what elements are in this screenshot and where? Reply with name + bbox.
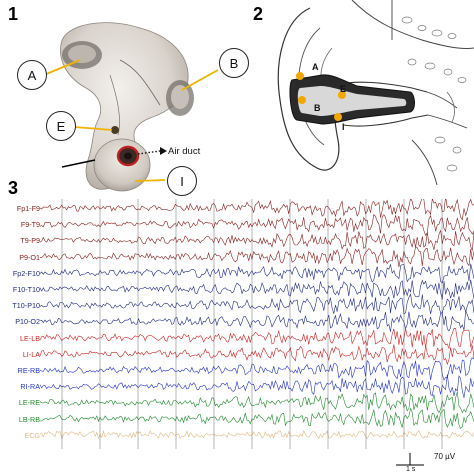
ear-marker-i: I bbox=[342, 122, 345, 132]
eeg-label-le-lb: LE-LB bbox=[20, 333, 40, 343]
device-bulb bbox=[93, 138, 151, 192]
ear-marker-e: E bbox=[340, 84, 347, 94]
eeg-label-p9-o1: P9-O1 bbox=[19, 252, 40, 262]
ear-electrode-e bbox=[338, 91, 346, 99]
eeg-label-fp1-f9: Fp1-F9 bbox=[16, 204, 40, 213]
eeg-trace-p9-o1 bbox=[40, 246, 474, 268]
eeg-trace-li-la bbox=[40, 344, 474, 366]
panel-number-2: 2 bbox=[253, 4, 264, 24]
scale-bar bbox=[396, 453, 424, 466]
eeg-trace-ri-ra bbox=[40, 374, 474, 398]
ear-electrode-i bbox=[334, 113, 342, 121]
eeg-label-le-re: LE-RE bbox=[18, 398, 40, 408]
eeg-trace-re-rb bbox=[40, 357, 474, 381]
eeg-label-lb-rb: LB-RB bbox=[18, 414, 40, 424]
eeg-trace-p10-o2 bbox=[40, 310, 474, 332]
device-photo bbox=[43, 22, 219, 192]
device-marker-a: A bbox=[17, 60, 47, 90]
electrode-e bbox=[111, 126, 119, 134]
eeg-trace-t10-p10 bbox=[40, 293, 474, 315]
panel-number-1: 1 bbox=[8, 4, 19, 24]
eeg-trace-le-lb bbox=[40, 327, 474, 349]
eeg-traces bbox=[40, 199, 474, 449]
ear-diagram bbox=[277, 0, 474, 185]
ear-electrode-b bbox=[298, 96, 306, 104]
ear-marker-b: B bbox=[314, 103, 321, 113]
eeg-trace-le-re bbox=[40, 391, 474, 414]
eeg-label-ecg: ECG bbox=[24, 430, 40, 440]
eeg-trace-ecg bbox=[40, 429, 474, 440]
eeg-label-fp2-f10: Fp2-F10 bbox=[12, 268, 40, 278]
eeg-trace-f10-t10 bbox=[40, 279, 474, 300]
eeg-trace-f9-t9 bbox=[40, 213, 474, 236]
eeg-label-t10-p10: T10-P10 bbox=[12, 301, 40, 311]
eeg-trace-t9-p9 bbox=[40, 230, 474, 252]
eeg-trace-lb-rb bbox=[40, 407, 474, 430]
device-marker-i: I bbox=[167, 166, 197, 196]
ear-electrode-a bbox=[296, 72, 304, 80]
air-duct-label: Air duct bbox=[168, 146, 201, 157]
device-marker-e: E bbox=[46, 111, 76, 141]
panel-number-3: 3 bbox=[8, 178, 19, 198]
eeg-label-li-la: LI-LA bbox=[22, 349, 40, 359]
eeg-label-re-rb: RE-RB bbox=[17, 366, 40, 375]
eeg-label-p10-o2: P10-O2 bbox=[15, 317, 40, 327]
ear-marker-a: A bbox=[312, 62, 319, 72]
eeg-label-f9-t9: F9-T9 bbox=[20, 220, 40, 230]
scale-amplitude: 70 µV bbox=[434, 452, 456, 461]
eeg-trace-fp2-f10 bbox=[40, 263, 474, 284]
scale-time: 1 s bbox=[406, 466, 416, 473]
eeg-label-ri-ra: RI-RA bbox=[20, 382, 40, 392]
eeg-label-t9-p9: T9-P9 bbox=[20, 236, 40, 246]
device-marker-b: B bbox=[219, 48, 249, 78]
eeg-label-f10-t10: F10-T10 bbox=[12, 285, 40, 294]
eeg-trace-fp1-f9 bbox=[40, 199, 474, 221]
